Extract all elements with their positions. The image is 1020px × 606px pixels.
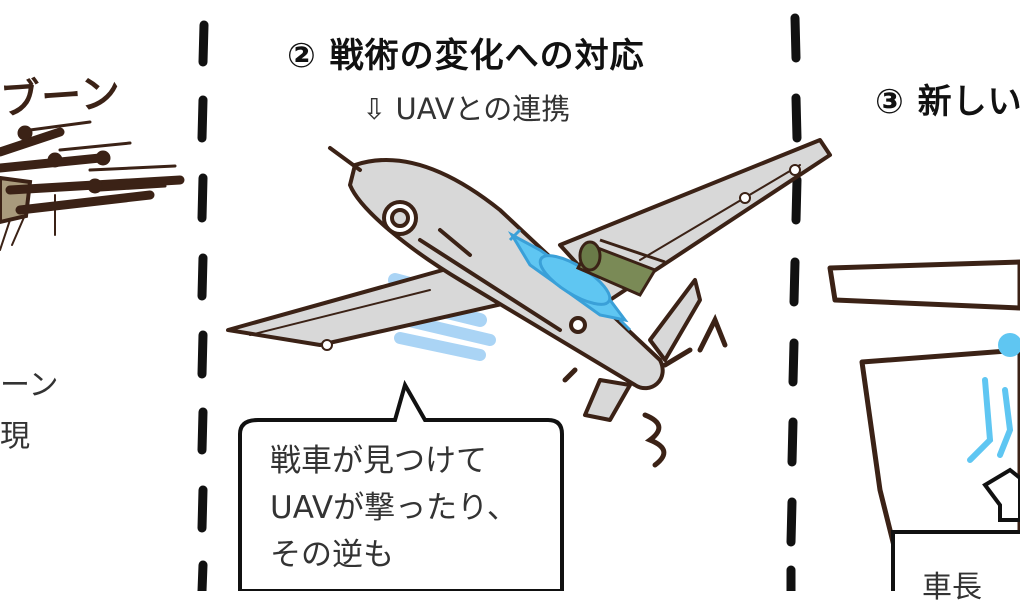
left-panel-text-line-2: 現 <box>0 419 30 454</box>
left-panel-title-fragment: ブーン <box>0 69 123 125</box>
arrow-up-icon <box>982 467 1020 522</box>
speech-bubble-line: UAVが撃ったり、 <box>270 490 518 526</box>
speech-bubble-line: 戦車が見つけて <box>270 443 487 479</box>
panel-divider-left <box>197 20 209 591</box>
crew-figure-icon <box>967 333 1020 463</box>
center-panel-title: ② 戦術の変化への対応 <box>287 36 645 76</box>
blue-missile-icon <box>507 228 632 332</box>
illustration-layer <box>0 13 1020 591</box>
right-panel-title: ③ 新しい <box>875 82 1020 122</box>
speech-bubble-text: 戦車が見つけて UAVが撃ったり、 その逆も <box>270 438 518 579</box>
center-panel-subtitle: ⇩ UAVとの連携 <box>362 92 571 126</box>
label-box <box>891 530 1020 591</box>
drone-icon <box>0 120 185 251</box>
uav-airplane-icon <box>226 138 832 422</box>
left-panel-text-line-1: ーン <box>0 368 59 403</box>
speech-bubble-line: その逆も <box>270 537 394 573</box>
speech-bubble <box>238 379 564 591</box>
squiggle-marks-icon <box>562 313 728 468</box>
right-panel-label-fragment: 車長 <box>922 570 982 605</box>
panel-divider-right <box>786 13 802 591</box>
rocket-pod-icon <box>575 238 666 297</box>
